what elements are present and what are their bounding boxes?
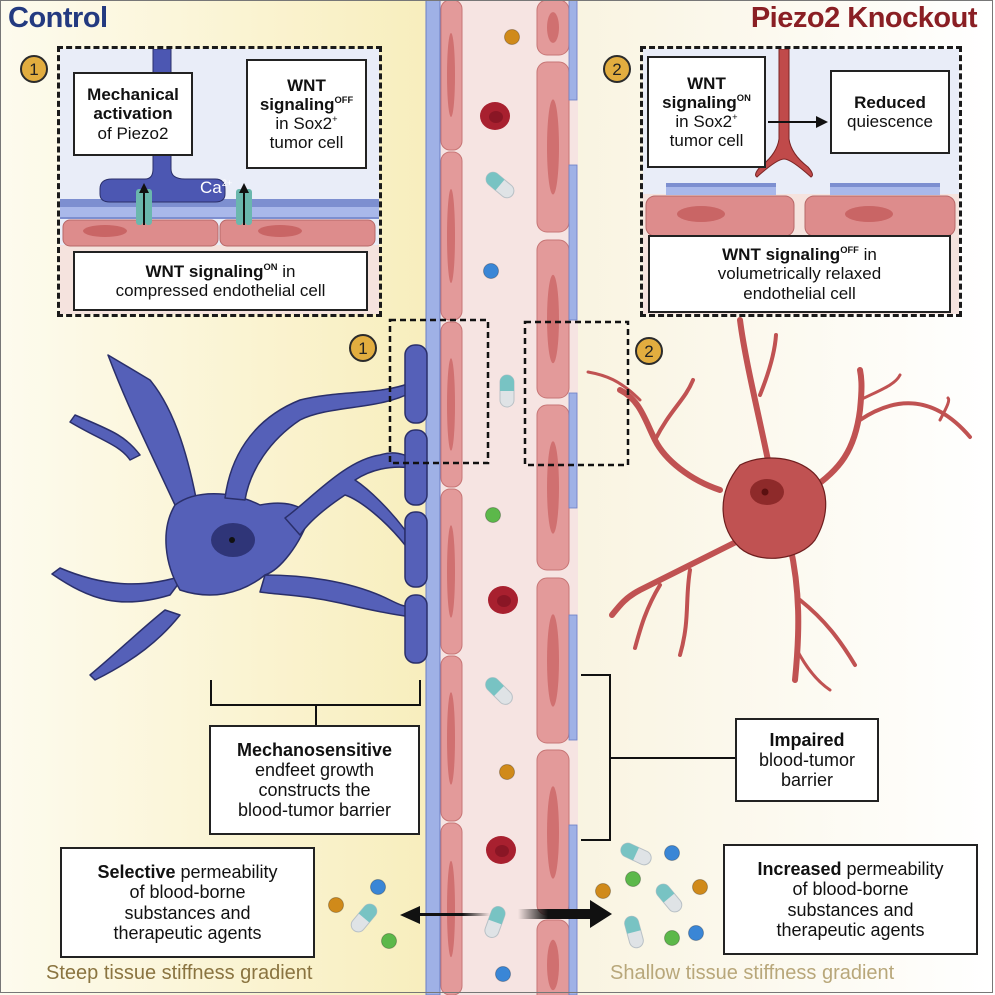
endothelial-nucleus [547, 614, 559, 707]
endothelial-nucleus [547, 939, 559, 991]
zoom-region-2 [523, 320, 630, 467]
control-title: Control [8, 2, 108, 34]
capsule [499, 374, 515, 408]
basement-membrane-segment [568, 0, 578, 101]
blood-borne-particles [480, 29, 520, 982]
reduced-quiescence-box: Reduced quiescence [830, 70, 950, 154]
steep-gradient-label: Steep tissue stiffness gradient [46, 962, 313, 984]
capsule [485, 171, 515, 199]
knockout-title: Piezo2 Knockout [750, 2, 978, 34]
capsule [624, 915, 644, 949]
mechanical-activation-box: Mechanical activation of Piezo2 [73, 72, 193, 156]
endothelial-nucleus [547, 786, 559, 879]
arrow-increased [518, 900, 612, 928]
blue-particle [370, 879, 386, 895]
inset-knockout [640, 46, 962, 317]
green-particle [664, 930, 680, 946]
green-particle [625, 871, 641, 887]
blue-particle [664, 845, 680, 861]
endothelial-nucleus [447, 33, 455, 117]
endothelial-nucleus [447, 692, 455, 785]
zoom-region-1 [388, 318, 490, 465]
capsule [485, 677, 513, 705]
inset-control [57, 46, 382, 317]
endothelial-nucleus [447, 525, 455, 618]
endothelial-nucleus [447, 358, 455, 451]
orange-particle [328, 897, 344, 913]
wnt-on-tumor-box: WNT signalingON in Sox2+ tumor cell [647, 56, 766, 168]
orange-particle [499, 764, 515, 780]
badge-2-inset: 2 [603, 55, 631, 83]
badge-2-vessel: 2 [635, 337, 663, 365]
endothelial-cells-right [536, 0, 570, 995]
badge-1-inset: 1 [20, 55, 48, 83]
wnt-off-tumor-box: WNT signalingOFF in Sox2+ tumor cell [246, 59, 367, 169]
capsule [350, 903, 378, 933]
orange-particle [504, 29, 520, 45]
blue-particle [495, 966, 511, 982]
green-particle [381, 933, 397, 949]
orange-particle [595, 883, 611, 899]
selective-permeability-box: Selective permeability of blood-borne su… [60, 847, 315, 958]
wnt-off-endothelial-box: WNT signalingOFF in volumetrically relax… [648, 235, 951, 313]
basement-membrane-segment [568, 614, 578, 741]
mechanosensitive-callout: Mechanosensitive endfeet growth construc… [209, 725, 420, 835]
endothelial-nucleus [547, 274, 559, 364]
capsule [484, 906, 506, 938]
endothelial-nucleus [447, 860, 455, 958]
basement-membrane-segment [568, 164, 578, 321]
blue-particle [688, 925, 704, 941]
blue-particle [483, 263, 499, 279]
capsule [620, 842, 652, 866]
blood-vessel [425, 0, 578, 995]
endothelial-nucleus [547, 99, 559, 195]
astrocyte-knockout-body [722, 457, 827, 559]
arrow-selective [400, 906, 490, 924]
orange-particle [692, 879, 708, 895]
wnt-on-endothelial-box: WNT signalingON in compressed endothelia… [73, 251, 368, 311]
astrocyte-control [51, 344, 428, 681]
endothelial-cells-left [440, 0, 463, 995]
extravasated-particles [328, 842, 708, 949]
increased-permeability-box: Increased permeability of blood-borne su… [723, 844, 978, 955]
endothelial-nucleus [447, 188, 455, 284]
shallow-gradient-label: Shallow tissue stiffness gradient [610, 962, 895, 984]
astrocyte-knockout [586, 317, 972, 692]
ion-label: Ca2+ [200, 178, 233, 197]
endothelial-nucleus [547, 12, 559, 43]
brackets [210, 674, 737, 841]
badge-1-vessel: 1 [349, 334, 377, 362]
capsule [655, 883, 683, 913]
green-particle [485, 507, 501, 523]
impaired-barrier-callout: Impaired blood-tumor barrier [735, 718, 879, 802]
basement-membrane-segment [568, 392, 578, 509]
